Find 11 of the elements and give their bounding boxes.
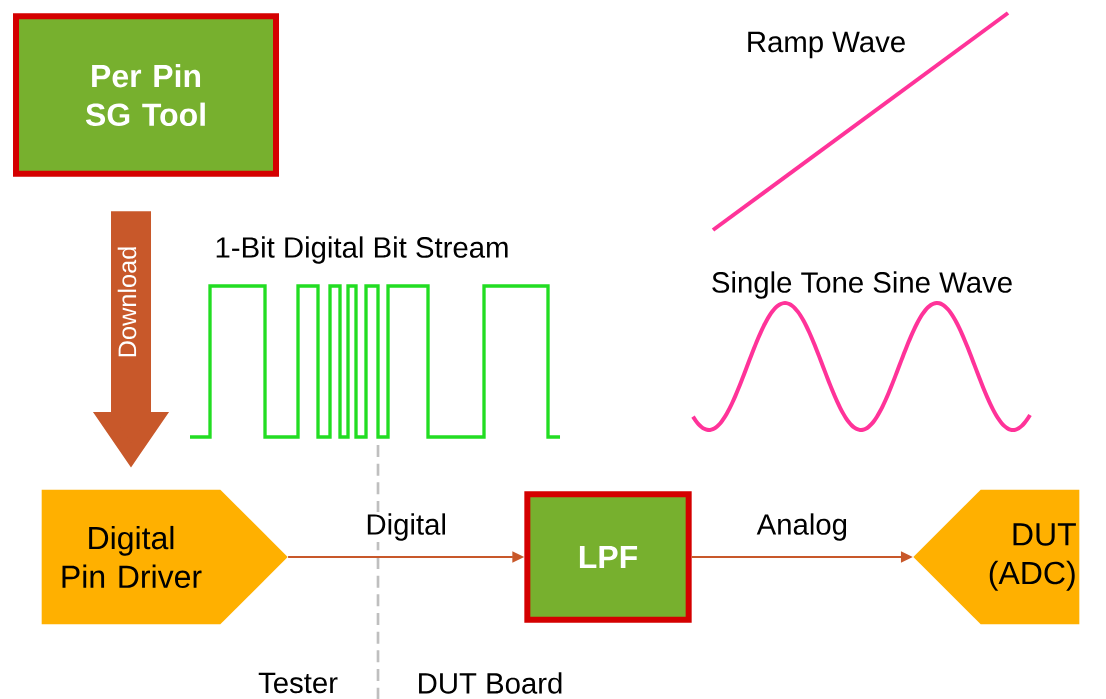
edge-label: Digital [364,512,449,542]
tool-box: Per Pin SG Tool [13,13,279,177]
edge-label: Analog [755,512,850,542]
text-label: Single Tone Sine Wave [712,271,1012,299]
arrow-label: Download [116,244,138,360]
device-block: DUT (ADC) [913,489,1080,625]
text-label: DUT Board [419,672,562,694]
text-label: Tester [258,672,338,694]
filter-box: LPF [524,491,692,623]
driver-block: Digital Pin Driver [41,489,288,625]
text-label: 1-Bit Digital Bit Stream [216,236,508,264]
